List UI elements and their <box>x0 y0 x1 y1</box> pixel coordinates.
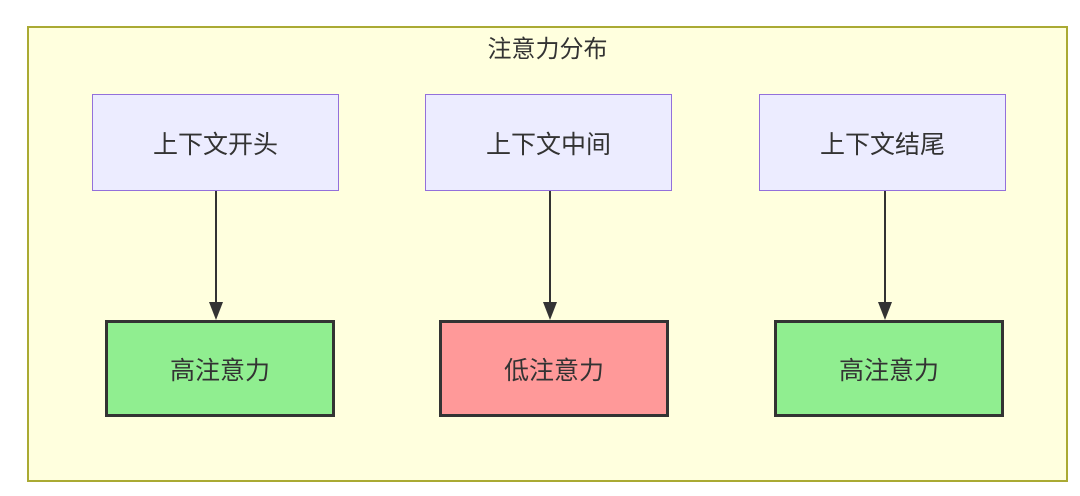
diagram-title: 注意力分布 <box>487 36 608 63</box>
node-context-beginning-label: 上下文开头 <box>152 130 278 159</box>
arrow-connector-middle <box>543 191 557 320</box>
arrow-connector-end <box>878 191 892 320</box>
node-low-attention: 低注意力 <box>439 320 669 417</box>
node-high-attention-1-label: 高注意力 <box>169 356 270 385</box>
node-context-middle-label: 上下文中间 <box>485 130 611 159</box>
arrowhead-down-icon <box>543 302 557 320</box>
node-high-attention-1: 高注意力 <box>105 320 335 417</box>
node-context-middle: 上下文中间 <box>425 94 672 191</box>
node-low-attention-label: 低注意力 <box>503 356 604 385</box>
arrowhead-down-icon <box>878 302 892 320</box>
node-high-attention-2-label: 高注意力 <box>838 356 939 385</box>
node-context-end-label: 上下文结尾 <box>819 130 945 159</box>
arrowhead-down-icon <box>209 302 223 320</box>
node-context-beginning: 上下文开头 <box>92 94 339 191</box>
node-high-attention-2: 高注意力 <box>774 320 1004 417</box>
node-context-end: 上下文结尾 <box>759 94 1006 191</box>
attention-distribution-subgraph: 注意力分布 上下文开头 上下文中间 上下文结尾 高注意力 低注意力 <box>27 26 1068 482</box>
arrow-connector-beginning <box>209 191 223 320</box>
